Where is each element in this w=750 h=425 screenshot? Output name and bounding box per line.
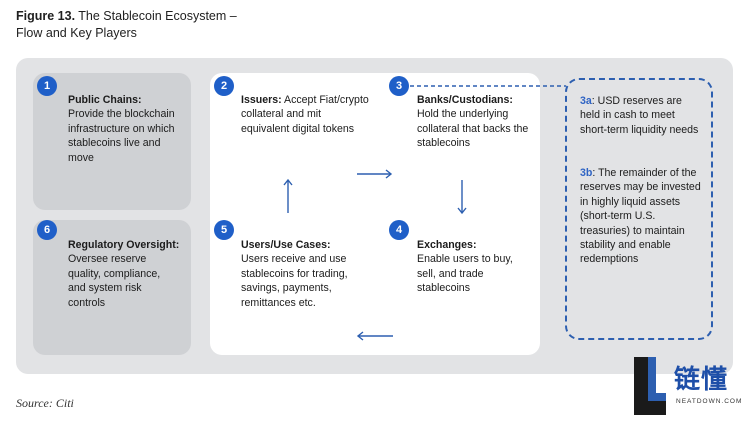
- badge-3: 3: [389, 76, 409, 96]
- node-users: Users/Use Cases: Users receive and use s…: [241, 238, 359, 310]
- source-note: Source: Citi: [16, 396, 74, 410]
- logo-l-icon: [634, 357, 666, 415]
- node-2-body: Accept Fiat/crypto collateral and mit eq…: [241, 94, 369, 135]
- node-4-body: Enable users to buy, sell, and trade sta…: [417, 253, 513, 295]
- badge-4: 4: [389, 220, 409, 240]
- node-exchanges: Exchanges: Enable users to buy, sell, an…: [417, 238, 517, 296]
- arrow-banks-to-exchanges: [457, 180, 467, 215]
- regulatory-card: [33, 220, 191, 355]
- node-6-body: Oversee reserve quality, compliance, and…: [68, 253, 161, 309]
- figure-number: Figure 13.: [16, 9, 76, 23]
- logo-cn-text: 链懂: [674, 364, 729, 394]
- node-5-heading: Users/Use Cases:: [241, 239, 331, 251]
- reserve-3a-label: 3a: [580, 95, 592, 107]
- reserve-3b-label: 3b: [580, 167, 593, 179]
- node-issuers: Issuers: Accept Fiat/crypto collateral a…: [241, 93, 371, 136]
- figure-subtitle: Flow and Key Players: [16, 26, 137, 40]
- badge-5: 5: [214, 220, 234, 240]
- arrow-issuers-to-banks: [357, 169, 393, 179]
- node-3-heading: Banks/Custodians:: [417, 94, 513, 106]
- node-6-heading: Regulatory Oversight:: [68, 239, 180, 251]
- node-4-heading: Exchanges:: [417, 239, 477, 251]
- reserves-box: [565, 78, 713, 340]
- node-2-heading: Issuers:: [241, 94, 282, 106]
- figure-title-text: The Stablecoin Ecosystem –: [75, 9, 237, 23]
- badge-1: 1: [37, 76, 57, 96]
- node-3-body: Hold the underlying collateral that back…: [417, 108, 529, 150]
- node-5-body: Users receive and use stablecoins for tr…: [241, 253, 348, 309]
- reserve-3b: 3b: The remainder of the reserves may be…: [580, 166, 704, 267]
- arrow-exchanges-to-users: [356, 331, 393, 341]
- node-1-heading: Public Chains:: [68, 94, 142, 106]
- node-regulatory: Regulatory Oversight: Oversee reserve qu…: [68, 238, 180, 310]
- node-public-chains: Public Chains: Provide the blockchain in…: [68, 93, 178, 165]
- node-1-body: Provide the blockchain infrastructure on…: [68, 108, 175, 164]
- public-chains-card: [33, 73, 191, 210]
- neatdown-logo: 链懂 NEATDOWN.COM: [632, 355, 750, 425]
- logo-en-text: NEATDOWN.COM: [676, 398, 743, 405]
- node-banks: Banks/Custodians: Hold the underlying co…: [417, 93, 533, 151]
- reserve-3a: 3a: USD reserves are held in cash to mee…: [580, 94, 704, 137]
- badge-6: 6: [37, 220, 57, 240]
- reserve-3a-text: : USD reserves are held in cash to meet …: [580, 95, 699, 136]
- figure-title: Figure 13. The Stablecoin Ecosystem – Fl…: [16, 8, 237, 42]
- flow-panel: [210, 73, 540, 355]
- arrow-users-to-issuers: [283, 178, 293, 213]
- badge-2: 2: [214, 76, 234, 96]
- reserve-3b-text: : The remainder of the reserves may be i…: [580, 167, 701, 266]
